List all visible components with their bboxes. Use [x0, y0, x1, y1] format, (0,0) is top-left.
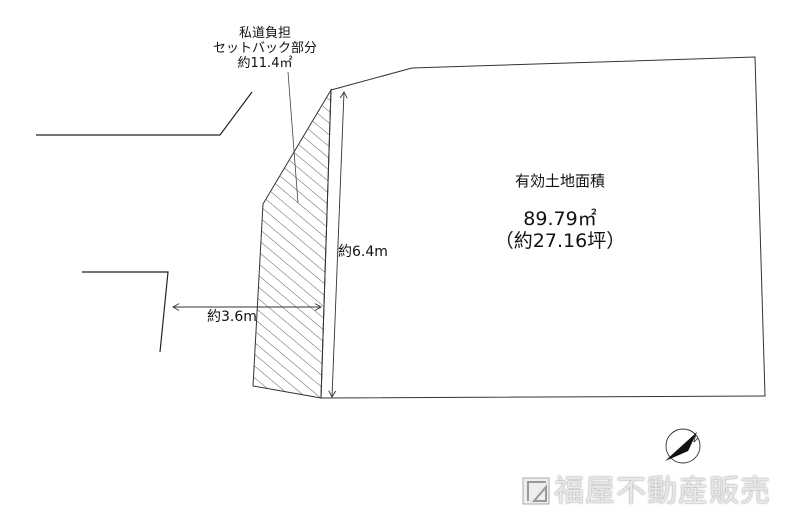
- road-line-lower: [82, 271, 169, 353]
- setback-area: [252, 88, 332, 399]
- leader-line: [287, 71, 299, 204]
- height-dimension-arrow: [332, 92, 344, 397]
- watermark: 福屋不動産販売: [522, 466, 771, 510]
- effective-area-sqm: 89.79㎡: [523, 208, 597, 230]
- watermark-text: 福屋不動産販売: [554, 474, 771, 509]
- setback-note-line2: セットバック部分: [212, 41, 317, 56]
- effective-area-tsubo: （約27.16坪）: [494, 230, 626, 252]
- north-arrow-icon: N: [665, 428, 701, 464]
- setback-note-line1: 私道負担: [238, 26, 291, 41]
- effective-area-block: 有効土地面積 89.79㎡ （約27.16坪）: [470, 170, 650, 252]
- road-line-upper: [36, 91, 253, 136]
- height-dimension-label: 約6.4m: [338, 244, 388, 260]
- company-logo-icon: [522, 477, 550, 505]
- svg-text:N: N: [689, 434, 700, 445]
- setback-note-line3: 約11.4㎡: [237, 56, 293, 71]
- width-dimension-label: 約3.6m: [207, 309, 257, 325]
- lot-boundary: [320, 56, 766, 399]
- setback-note: 私道負担 セットバック部分 約11.4㎡: [200, 26, 330, 71]
- effective-area-title: 有効土地面積: [514, 172, 605, 190]
